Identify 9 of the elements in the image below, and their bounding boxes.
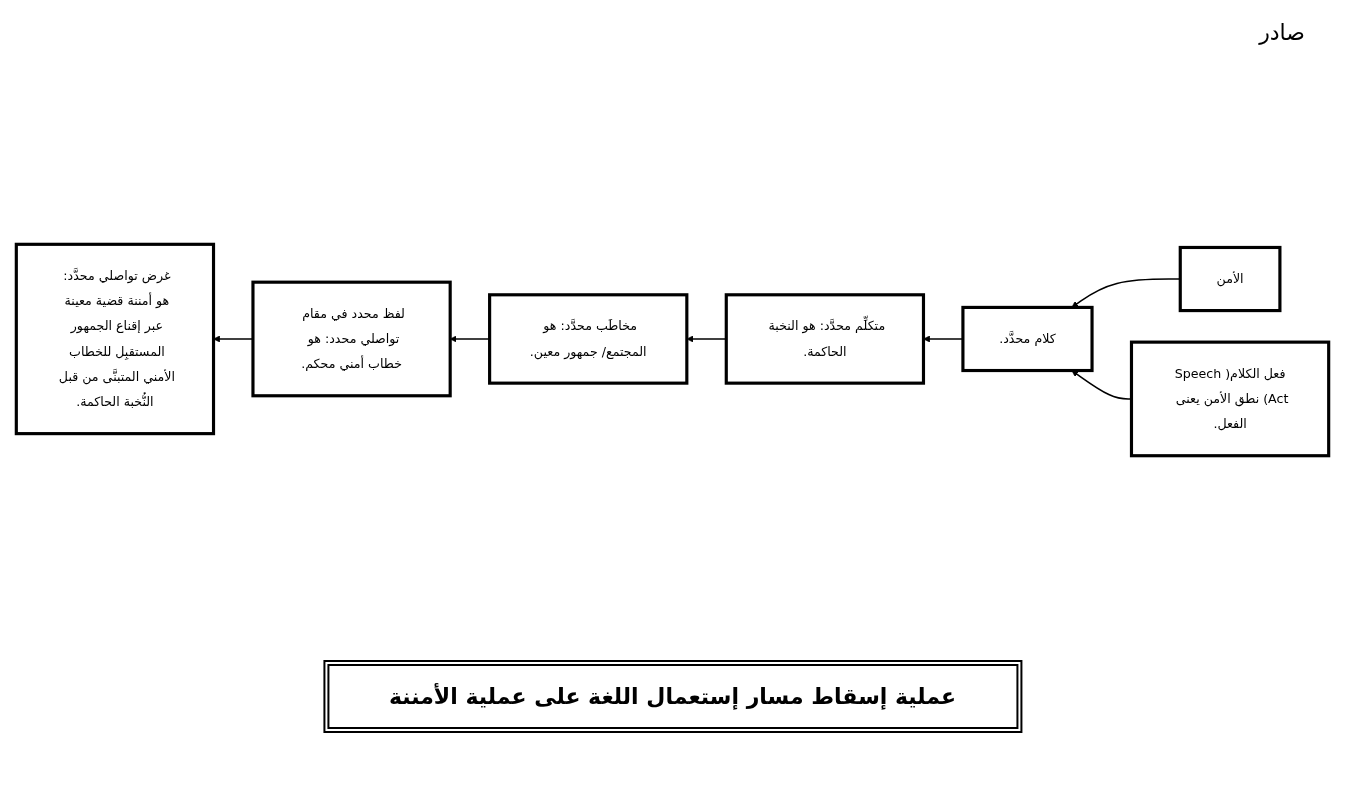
side-label: صادر [1259, 20, 1305, 45]
node-box: غرض تواصلي محدَّد: هو أمننة قضية معينة عبر إقناع الجمهور المستقبِل للخطاب الأمني المتبنَّى من قبل النُّخبة الحاكمة. [14, 242, 216, 436]
node-box: لفظ محدد في مقام تواصلي محدد: هو خطاب أمني محكم. [251, 280, 452, 398]
node-box: كلام محدَّد. [961, 305, 1094, 373]
node-box: مخاطَب محدَّد: هو المجتمع/ جمهور معين. [488, 293, 689, 385]
caption-box: عملية إسقاط مسار إستعمال اللغة على عملية الأمننة [322, 660, 1023, 733]
node-box: متكلِّم محدَّد: هو النخبة الحاكمة. [724, 293, 926, 385]
node-box: فعل الكلام(Speech Act) نطق الأمن يعنى الفعل. [1129, 340, 1331, 458]
node-box: الأمن [1178, 245, 1282, 313]
